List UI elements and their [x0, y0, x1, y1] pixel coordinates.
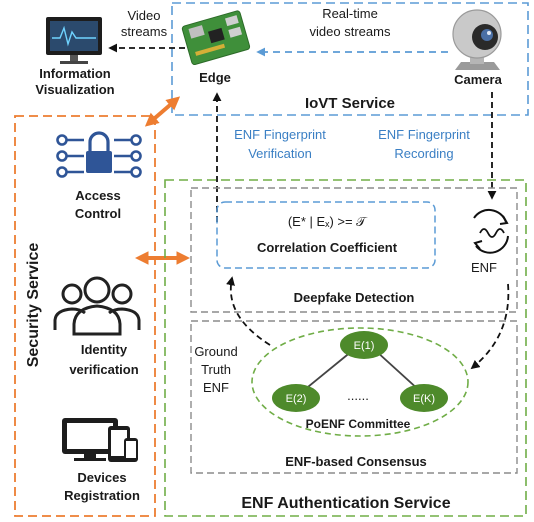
- ground-truth-label: Ground: [194, 344, 237, 359]
- committee-edge: [375, 350, 421, 392]
- poenf-committee-ellipse: [251, 327, 469, 437]
- security-service-title: Security Service: [25, 243, 42, 368]
- people-icon: [53, 276, 141, 336]
- committee-node: [272, 384, 320, 412]
- devices-registration-label: Devices: [77, 470, 126, 485]
- identity-verification-label-2: verification: [69, 362, 138, 377]
- poenf-committee-label: PoENF Committee: [306, 417, 411, 431]
- enf-service-title: ENF Authentication Service: [241, 495, 450, 512]
- committee-node-label: E(1): [354, 340, 375, 352]
- access-control-icon: [56, 131, 142, 178]
- camera-label: Camera: [454, 72, 502, 87]
- security-service-box: [14, 115, 156, 517]
- edge-label: Edge: [199, 70, 231, 85]
- enf-verification-label-2: Verification: [248, 146, 312, 161]
- enf-consensus-title: ENF-based Consensus: [285, 454, 427, 469]
- devices-icon: [62, 418, 138, 462]
- committee-node: [340, 331, 388, 359]
- enf-recording-label: ENF Fingerprint: [378, 127, 470, 142]
- enf-verification-label: ENF Fingerprint: [234, 127, 326, 142]
- video-streams-label: Video: [127, 8, 160, 23]
- info-visualization-label-2: Visualization: [35, 82, 114, 97]
- correlation-formula: (E* | Eₓ) >= 𝒯: [288, 214, 368, 229]
- edge-board-icon: [181, 10, 251, 66]
- iovt-service-box: [171, 2, 529, 116]
- iovt-service-title: IoVT Service: [305, 95, 395, 112]
- committee-node: [400, 384, 448, 412]
- enf-recording-label-2: Recording: [394, 146, 453, 161]
- committee-node-label: E(2): [286, 393, 307, 405]
- consensus-to-detection-arrow: [226, 276, 271, 346]
- deepfake-detection-title: Deepfake Detection: [294, 290, 415, 305]
- committee-edge: [302, 350, 353, 392]
- iovt-security-link-arrow: [144, 96, 181, 127]
- identity-verification-label: Identity: [81, 342, 128, 357]
- enf-consensus-box: [190, 320, 518, 474]
- access-control-label-2: Control: [75, 206, 121, 221]
- ground-truth-label-2: Truth: [201, 362, 231, 377]
- committee-ellipsis: ......: [347, 388, 369, 403]
- enf-to-consensus-arrow: [470, 283, 510, 370]
- correlation-box: [216, 201, 436, 269]
- monitor-icon: [46, 17, 102, 64]
- enf-icon-label: ENF: [471, 260, 497, 275]
- committee-node-label: E(K): [413, 393, 435, 405]
- enf-service-box: [164, 179, 527, 517]
- info-visualization-label: Information: [39, 66, 111, 81]
- realtime-streams-label-2: video streams: [310, 24, 391, 39]
- camera-icon: [452, 9, 502, 70]
- realtime-streams-label: Real-time: [322, 6, 378, 21]
- video-streams-label-2: streams: [121, 24, 168, 39]
- access-control-label: Access: [75, 188, 121, 203]
- deepfake-detection-box: [190, 187, 518, 313]
- ground-truth-label-3: ENF: [203, 380, 229, 395]
- correlation-label: Correlation Coefficient: [257, 240, 398, 255]
- devices-registration-label-2: Registration: [64, 488, 140, 503]
- enf-signal-icon: [473, 208, 509, 254]
